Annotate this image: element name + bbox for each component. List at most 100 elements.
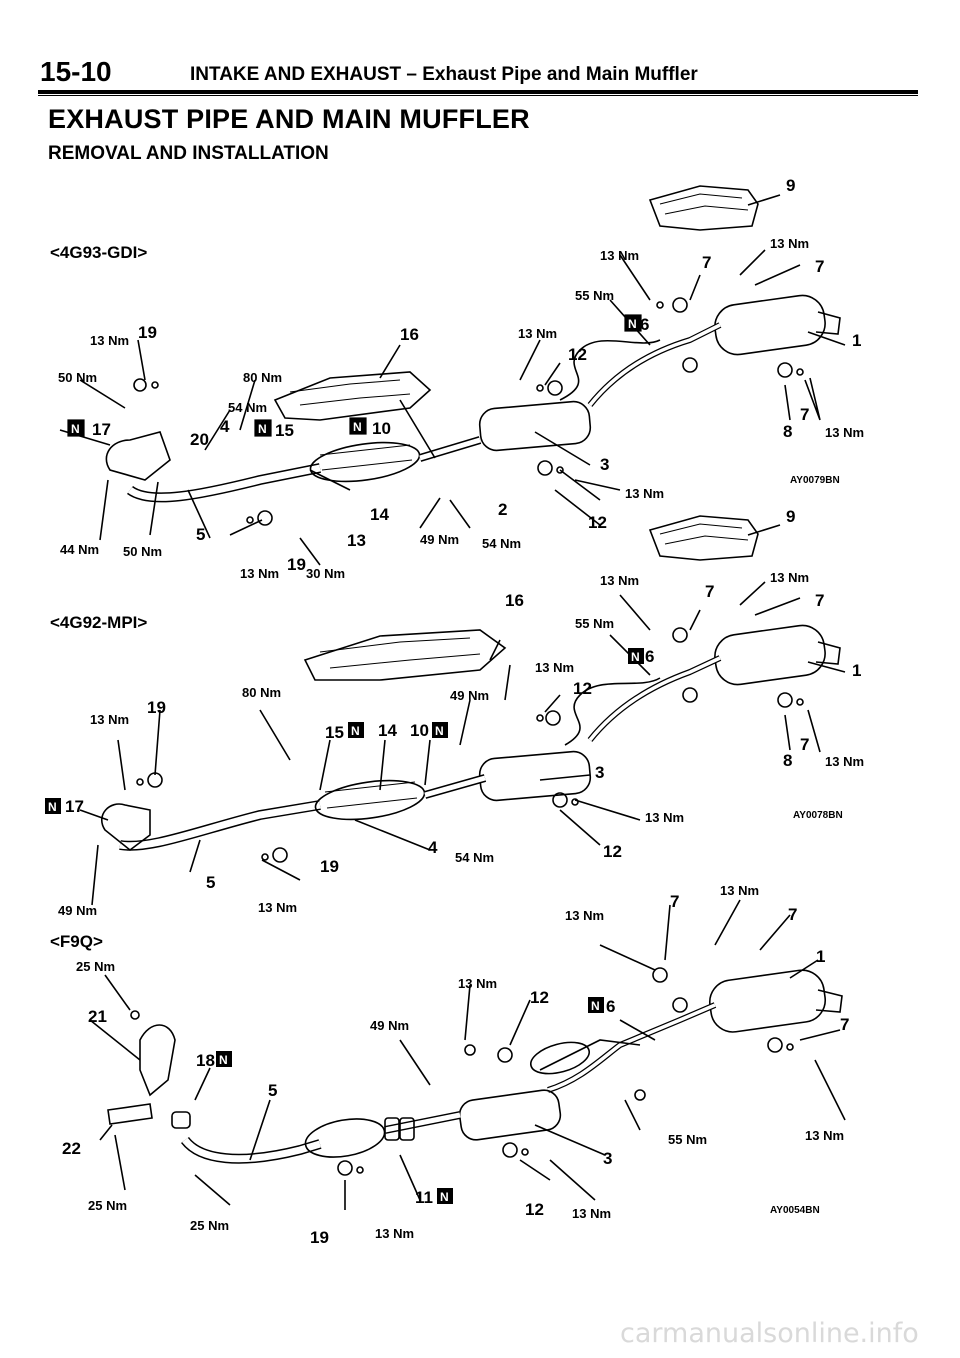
svg-text:N: N <box>351 724 360 738</box>
svg-text:54 Nm: 54 Nm <box>482 536 521 551</box>
figure-code-4g92: AY0078BN <box>793 810 843 821</box>
svg-text:55 Nm: 55 Nm <box>668 1132 707 1147</box>
svg-text:80 Nm: 80 Nm <box>243 370 282 385</box>
svg-text:22: 22 <box>62 1139 81 1158</box>
svg-text:15: 15 <box>325 723 344 742</box>
svg-text:44 Nm: 44 Nm <box>60 542 99 557</box>
svg-text:25 Nm: 25 Nm <box>76 959 115 974</box>
svg-text:13 Nm: 13 Nm <box>535 660 574 675</box>
svg-text:13 Nm: 13 Nm <box>600 248 639 263</box>
header-rule <box>38 90 918 94</box>
svg-text:30 Nm: 30 Nm <box>306 566 345 581</box>
main-muffler-1 <box>708 969 827 1033</box>
svg-text:10: 10 <box>372 419 391 438</box>
svg-text:13 Nm: 13 Nm <box>625 486 664 501</box>
svg-text:13 Nm: 13 Nm <box>645 810 684 825</box>
svg-text:14: 14 <box>378 721 397 740</box>
svg-text:50 Nm: 50 Nm <box>123 544 162 559</box>
svg-text:9: 9 <box>786 507 795 526</box>
center-pipe-3 <box>478 400 592 452</box>
variant-label-f9q: <F9Q> <box>50 932 103 951</box>
svg-text:10: 10 <box>410 721 429 740</box>
svg-text:7: 7 <box>800 735 809 754</box>
svg-text:6: 6 <box>645 647 654 666</box>
svg-text:7: 7 <box>670 892 679 911</box>
svg-text:N: N <box>628 317 637 331</box>
variant-label-4g93: <4G93-GDI> <box>50 243 148 262</box>
svg-text:54 Nm: 54 Nm <box>228 400 267 415</box>
svg-text:13 Nm: 13 Nm <box>90 333 129 348</box>
heat-shield-9 <box>648 185 759 231</box>
heat-shield-16 <box>273 371 432 421</box>
main-muffler-1 <box>714 294 826 356</box>
svg-text:12: 12 <box>530 988 549 1007</box>
svg-text:55 Nm: 55 Nm <box>575 288 614 303</box>
svg-text:13 Nm: 13 Nm <box>720 883 759 898</box>
svg-text:13 Nm: 13 Nm <box>518 326 557 341</box>
svg-text:5: 5 <box>196 525 205 544</box>
svg-text:15: 15 <box>275 421 294 440</box>
svg-text:7: 7 <box>702 253 711 272</box>
svg-text:5: 5 <box>268 1081 277 1100</box>
svg-text:N: N <box>631 650 640 664</box>
svg-text:N: N <box>435 724 444 738</box>
svg-text:2: 2 <box>498 500 507 519</box>
svg-text:13 Nm: 13 Nm <box>805 1128 844 1143</box>
svg-text:14: 14 <box>370 505 389 524</box>
svg-text:13 Nm: 13 Nm <box>825 754 864 769</box>
svg-text:7: 7 <box>840 1015 849 1034</box>
exhaust-manifold-21 <box>139 1024 176 1097</box>
svg-text:13 Nm: 13 Nm <box>375 1226 414 1241</box>
svg-text:54 Nm: 54 Nm <box>455 850 494 865</box>
svg-text:3: 3 <box>595 763 604 782</box>
svg-text:49 Nm: 49 Nm <box>450 688 489 703</box>
svg-text:3: 3 <box>603 1149 612 1168</box>
header-rule-thin <box>38 95 918 96</box>
new-part-badge: N <box>71 422 80 436</box>
svg-text:N: N <box>219 1053 228 1067</box>
svg-text:13 Nm: 13 Nm <box>90 712 129 727</box>
figure-code-4g93: AY0079BN <box>790 475 840 486</box>
heat-shield-16 <box>303 629 507 681</box>
section-title: INTAKE AND EXHAUST – Exhaust Pipe and Ma… <box>190 64 698 85</box>
svg-text:19: 19 <box>147 698 166 717</box>
svg-text:19: 19 <box>138 323 157 342</box>
svg-text:13 Nm: 13 Nm <box>258 900 297 915</box>
svg-text:13 Nm: 13 Nm <box>565 908 604 923</box>
svg-text:7: 7 <box>800 405 809 424</box>
svg-text:13 Nm: 13 Nm <box>825 425 864 440</box>
svg-text:4: 4 <box>220 417 230 436</box>
svg-text:12: 12 <box>568 345 587 364</box>
svg-text:1: 1 <box>816 947 825 966</box>
svg-text:5: 5 <box>206 873 215 892</box>
center-pipe-3 <box>458 1089 562 1141</box>
front-pipe-17 <box>105 431 171 481</box>
svg-text:18: 18 <box>196 1051 215 1070</box>
svg-text:49 Nm: 49 Nm <box>58 903 97 918</box>
svg-text:25 Nm: 25 Nm <box>190 1218 229 1233</box>
svg-text:N: N <box>353 420 362 434</box>
svg-text:80 Nm: 80 Nm <box>242 685 281 700</box>
svg-text:12: 12 <box>573 679 592 698</box>
svg-text:7: 7 <box>815 591 824 610</box>
svg-text:7: 7 <box>788 905 797 924</box>
svg-text:13 Nm: 13 Nm <box>240 566 279 581</box>
figure-code-f9q: AY0054BN <box>770 1205 820 1216</box>
catalytic-converter <box>304 1118 386 1158</box>
svg-text:16: 16 <box>505 591 524 610</box>
page-number: 15-10 <box>40 56 112 87</box>
svg-text:6: 6 <box>640 315 649 334</box>
svg-text:17: 17 <box>92 420 111 439</box>
svg-text:1: 1 <box>852 331 861 350</box>
svg-text:17: 17 <box>65 797 84 816</box>
svg-text:19: 19 <box>310 1228 329 1247</box>
svg-text:50 Nm: 50 Nm <box>58 370 97 385</box>
svg-text:9: 9 <box>786 176 795 195</box>
svg-text:3: 3 <box>600 455 609 474</box>
page-header: 15-10 INTAKE AND EXHAUST – Exhaust Pipe … <box>40 52 920 88</box>
svg-text:7: 7 <box>815 257 824 276</box>
svg-text:13 Nm: 13 Nm <box>770 570 809 585</box>
svg-text:12: 12 <box>588 513 607 532</box>
svg-text:13 Nm: 13 Nm <box>572 1206 611 1221</box>
